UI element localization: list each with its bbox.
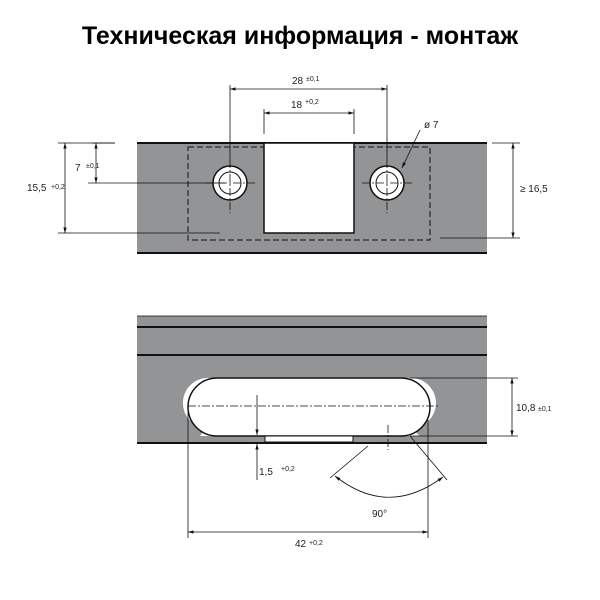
dim-slot-length: 42 [295, 539, 307, 550]
svg-text:+0,2: +0,2 [281, 466, 295, 473]
dim-lip: 1,5 [259, 467, 273, 478]
svg-text:±0,1: ±0,1 [538, 406, 552, 413]
hole-right [362, 160, 412, 213]
dim-hole-offset: 7 [75, 163, 81, 174]
dim-hole-spacing: 28 [292, 76, 304, 87]
strike-window [263, 142, 355, 234]
lip-gap [264, 435, 354, 443]
bottom-view: 10,8 ±0,1 1,5 +0,2 90° 42 +0,2 [137, 315, 552, 550]
svg-text:±0,1: ±0,1 [86, 163, 100, 170]
svg-text:+0,2: +0,2 [309, 540, 323, 547]
dim-angle: 90° [372, 509, 387, 520]
svg-text:+0,2: +0,2 [51, 184, 65, 191]
dim-window-width: 18 [291, 100, 303, 111]
slot [187, 377, 431, 437]
dim-min-height: ≥ 16,5 [520, 184, 548, 195]
page-title: Техническая информация - монтаж [81, 22, 519, 50]
svg-text:±0,1: ±0,1 [306, 76, 320, 83]
svg-text:+0,2: +0,2 [305, 99, 319, 106]
top-view: 28 ±0,1 18 +0,2 ø 7 7 ±0,1 15,5 +0,2 ≥ 1… [27, 76, 548, 254]
dim-window-depth: 15,5 [27, 183, 47, 194]
dim-hole-diameter: ø 7 [424, 120, 439, 131]
dim-slot-height: 10,8 [516, 403, 536, 414]
